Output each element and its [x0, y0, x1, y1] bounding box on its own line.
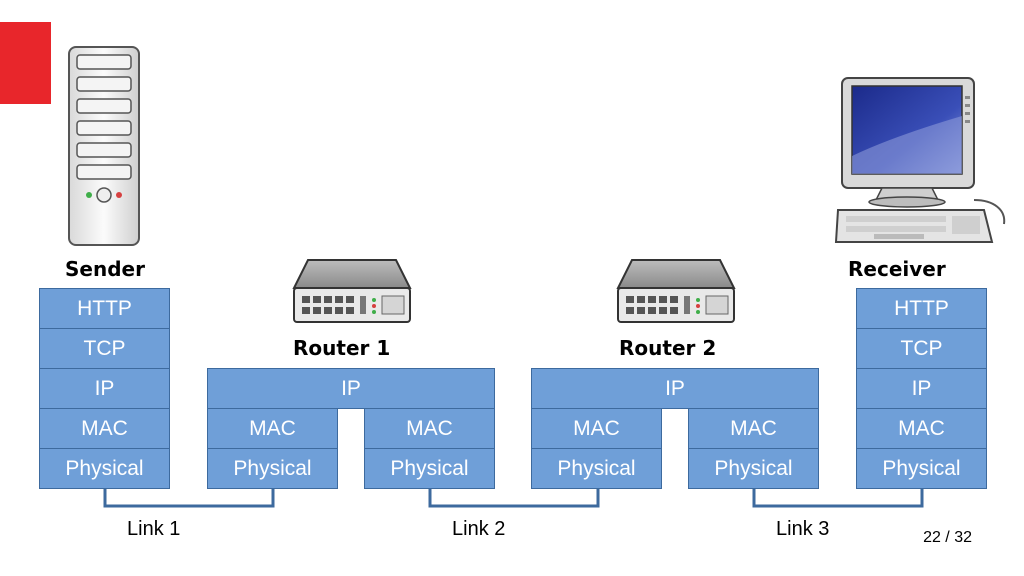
router-2-left-physical: Physical — [531, 448, 662, 489]
router-1-right-physical: Physical — [364, 448, 495, 489]
sender-label: Sender — [65, 257, 145, 281]
page-separator: / — [940, 529, 955, 546]
router-2-left-mac: MAC — [531, 408, 662, 449]
link-3-wire — [752, 489, 924, 508]
page-total: 32 — [954, 529, 972, 546]
router-1-label: Router 1 — [293, 336, 391, 360]
sender-layer-physical: Physical — [39, 448, 170, 489]
receiver-label: Receiver — [848, 257, 946, 281]
receiver-layer-mac: MAC — [856, 408, 987, 449]
router-1-right-mac: MAC — [364, 408, 495, 449]
link-2-label: Link 2 — [452, 518, 506, 540]
network-router-icon — [292, 259, 412, 323]
receiver-layer-tcp: TCP — [856, 328, 987, 369]
page-number: 22 / 32 — [923, 529, 972, 547]
server-tower-icon — [68, 46, 140, 246]
link-1-label: Link 1 — [127, 518, 181, 540]
router-2-right-mac: MAC — [688, 408, 819, 449]
router-2-label: Router 2 — [619, 336, 717, 360]
router-2-right-physical: Physical — [688, 448, 819, 489]
slide-accent-bar — [0, 22, 51, 104]
sender-layer-http: HTTP — [39, 288, 170, 329]
desktop-computer-icon — [834, 77, 1006, 243]
link-2-wire — [428, 489, 600, 508]
receiver-layer-ip: IP — [856, 368, 987, 409]
receiver-layer-physical: Physical — [856, 448, 987, 489]
sender-layer-ip: IP — [39, 368, 170, 409]
router-1-ip: IP — [207, 368, 495, 409]
link-1-wire — [103, 489, 275, 508]
router-1-left-physical: Physical — [207, 448, 338, 489]
network-router-icon — [616, 259, 736, 323]
page-current: 22 — [923, 529, 941, 546]
sender-layer-mac: MAC — [39, 408, 170, 449]
router-2-ip: IP — [531, 368, 819, 409]
receiver-layer-http: HTTP — [856, 288, 987, 329]
sender-layer-tcp: TCP — [39, 328, 170, 369]
router-1-left-mac: MAC — [207, 408, 338, 449]
link-3-label: Link 3 — [776, 518, 830, 540]
